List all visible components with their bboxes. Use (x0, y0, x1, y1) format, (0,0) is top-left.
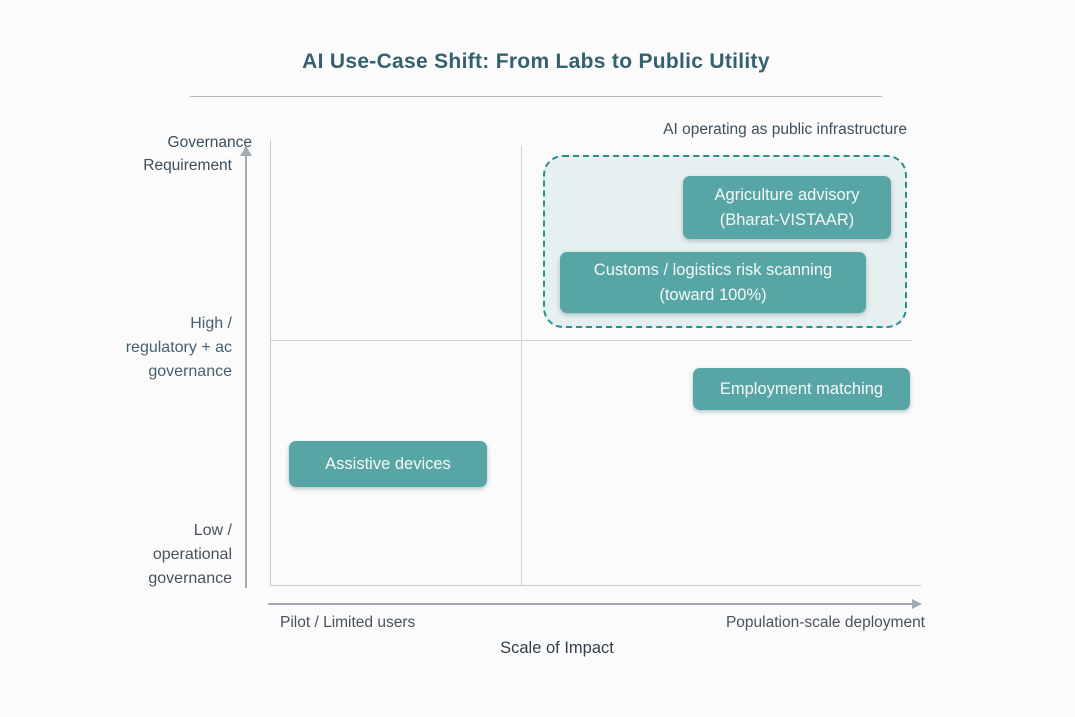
x-tick-pilot: Pilot / Limited users (280, 614, 416, 631)
y-tick-high: High / regulatory + ac governance (40, 312, 232, 384)
y-tick-high-line1: High / (190, 315, 232, 332)
box-agriculture-advisory: Agriculture advisory (Bharat-VISTAAR) (683, 176, 891, 239)
y-tick-low-line1: Low / (193, 522, 232, 539)
plot-bottom-border (270, 585, 921, 586)
y-axis-line (245, 156, 247, 588)
box-assistive-devices: Assistive devices (289, 441, 487, 487)
y-tick-low-line2: operational (152, 546, 232, 563)
box-agriculture-line2: (Bharat-VISTAAR) (719, 210, 855, 229)
y-axis-label-line1: Governance (167, 134, 252, 151)
chart-title: AI Use-Case Shift: From Labs to Public U… (302, 50, 770, 73)
x-axis-arrow-icon (912, 599, 922, 609)
box-customs-line2: (toward 100%) (659, 285, 767, 304)
box-employment-label: Employment matching (719, 379, 884, 398)
annotation-public-infrastructure: AI operating as public infrastructure (663, 121, 907, 138)
y-tick-high-line2: regulatory + ac (125, 339, 232, 356)
box-customs-line1: Customs / logistics risk scanning (593, 260, 833, 279)
y-tick-high-line3: governance (148, 363, 232, 380)
box-assistive-label: Assistive devices (325, 454, 451, 473)
title-divider (190, 96, 882, 97)
y-axis-label: Governance Requirement (40, 131, 252, 177)
x-tick-population: Population-scale deployment (725, 614, 925, 631)
y-axis-label-line2: Requirement (143, 157, 232, 174)
x-axis-title: Scale of Impact (500, 639, 614, 657)
box-agriculture-line1: Agriculture advisory (714, 185, 860, 204)
quadrant-horizontal-divider (271, 340, 912, 341)
y-tick-low: Low / operational governance (40, 519, 232, 591)
box-customs-logistics: Customs / logistics risk scanning (towar… (560, 252, 866, 313)
y-tick-low-line3: governance (148, 570, 232, 587)
plot-left-border (270, 140, 271, 585)
quadrant-vertical-divider (521, 145, 522, 585)
y-axis-arrow-icon (240, 146, 252, 156)
x-axis-line (268, 603, 914, 605)
box-employment-matching: Employment matching (693, 368, 910, 410)
